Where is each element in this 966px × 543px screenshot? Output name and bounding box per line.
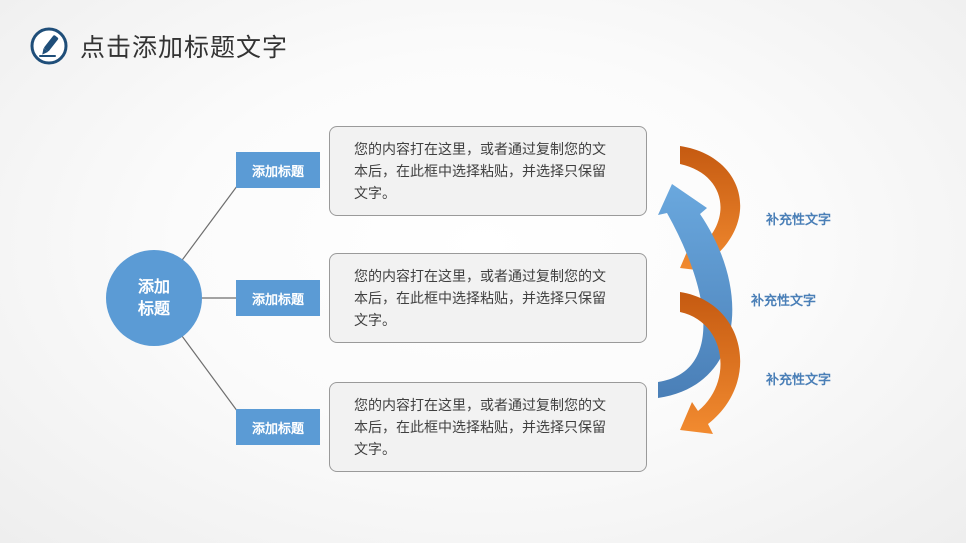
pencil-icon: [30, 27, 68, 65]
curved-arrow-blue-long: [658, 184, 733, 398]
content-box-1: 您的内容打在这里，或者通过复制您的文本后，在此框中选择粘贴，并选择只保留文字。: [329, 126, 647, 216]
center-node-label: 添加标题: [137, 277, 170, 318]
content-text-3: 您的内容打在这里，或者通过复制您的文本后，在此框中选择粘贴，并选择只保留文字。: [354, 398, 606, 458]
curved-arrow-orange-top: [680, 146, 741, 272]
content-text-2: 您的内容打在这里，或者通过复制您的文本后，在此框中选择粘贴，并选择只保留文字。: [354, 269, 606, 329]
branch-title-3: 添加标题: [236, 409, 320, 445]
content-box-2: 您的内容打在这里，或者通过复制您的文本后，在此框中选择粘贴，并选择只保留文字。: [329, 253, 647, 343]
curved-arrow-orange-bottom: [680, 292, 741, 434]
header: 点击添加标题文字: [30, 26, 288, 66]
branch-title-2: 添加标题: [236, 280, 320, 316]
branch-title-1: 添加标题: [236, 152, 320, 188]
side-note-3: 补充性文字: [766, 373, 832, 388]
side-note-2: 补充性文字: [751, 294, 817, 309]
center-node: 添加标题: [106, 250, 202, 346]
side-note-1: 补充性文字: [766, 213, 832, 228]
content-box-3: 您的内容打在这里，或者通过复制您的文本后，在此框中选择粘贴，并选择只保留文字。: [329, 382, 647, 472]
content-text-1: 您的内容打在这里，或者通过复制您的文本后，在此框中选择粘贴，并选择只保留文字。: [354, 142, 606, 202]
page-title: 点击添加标题文字: [80, 33, 289, 62]
